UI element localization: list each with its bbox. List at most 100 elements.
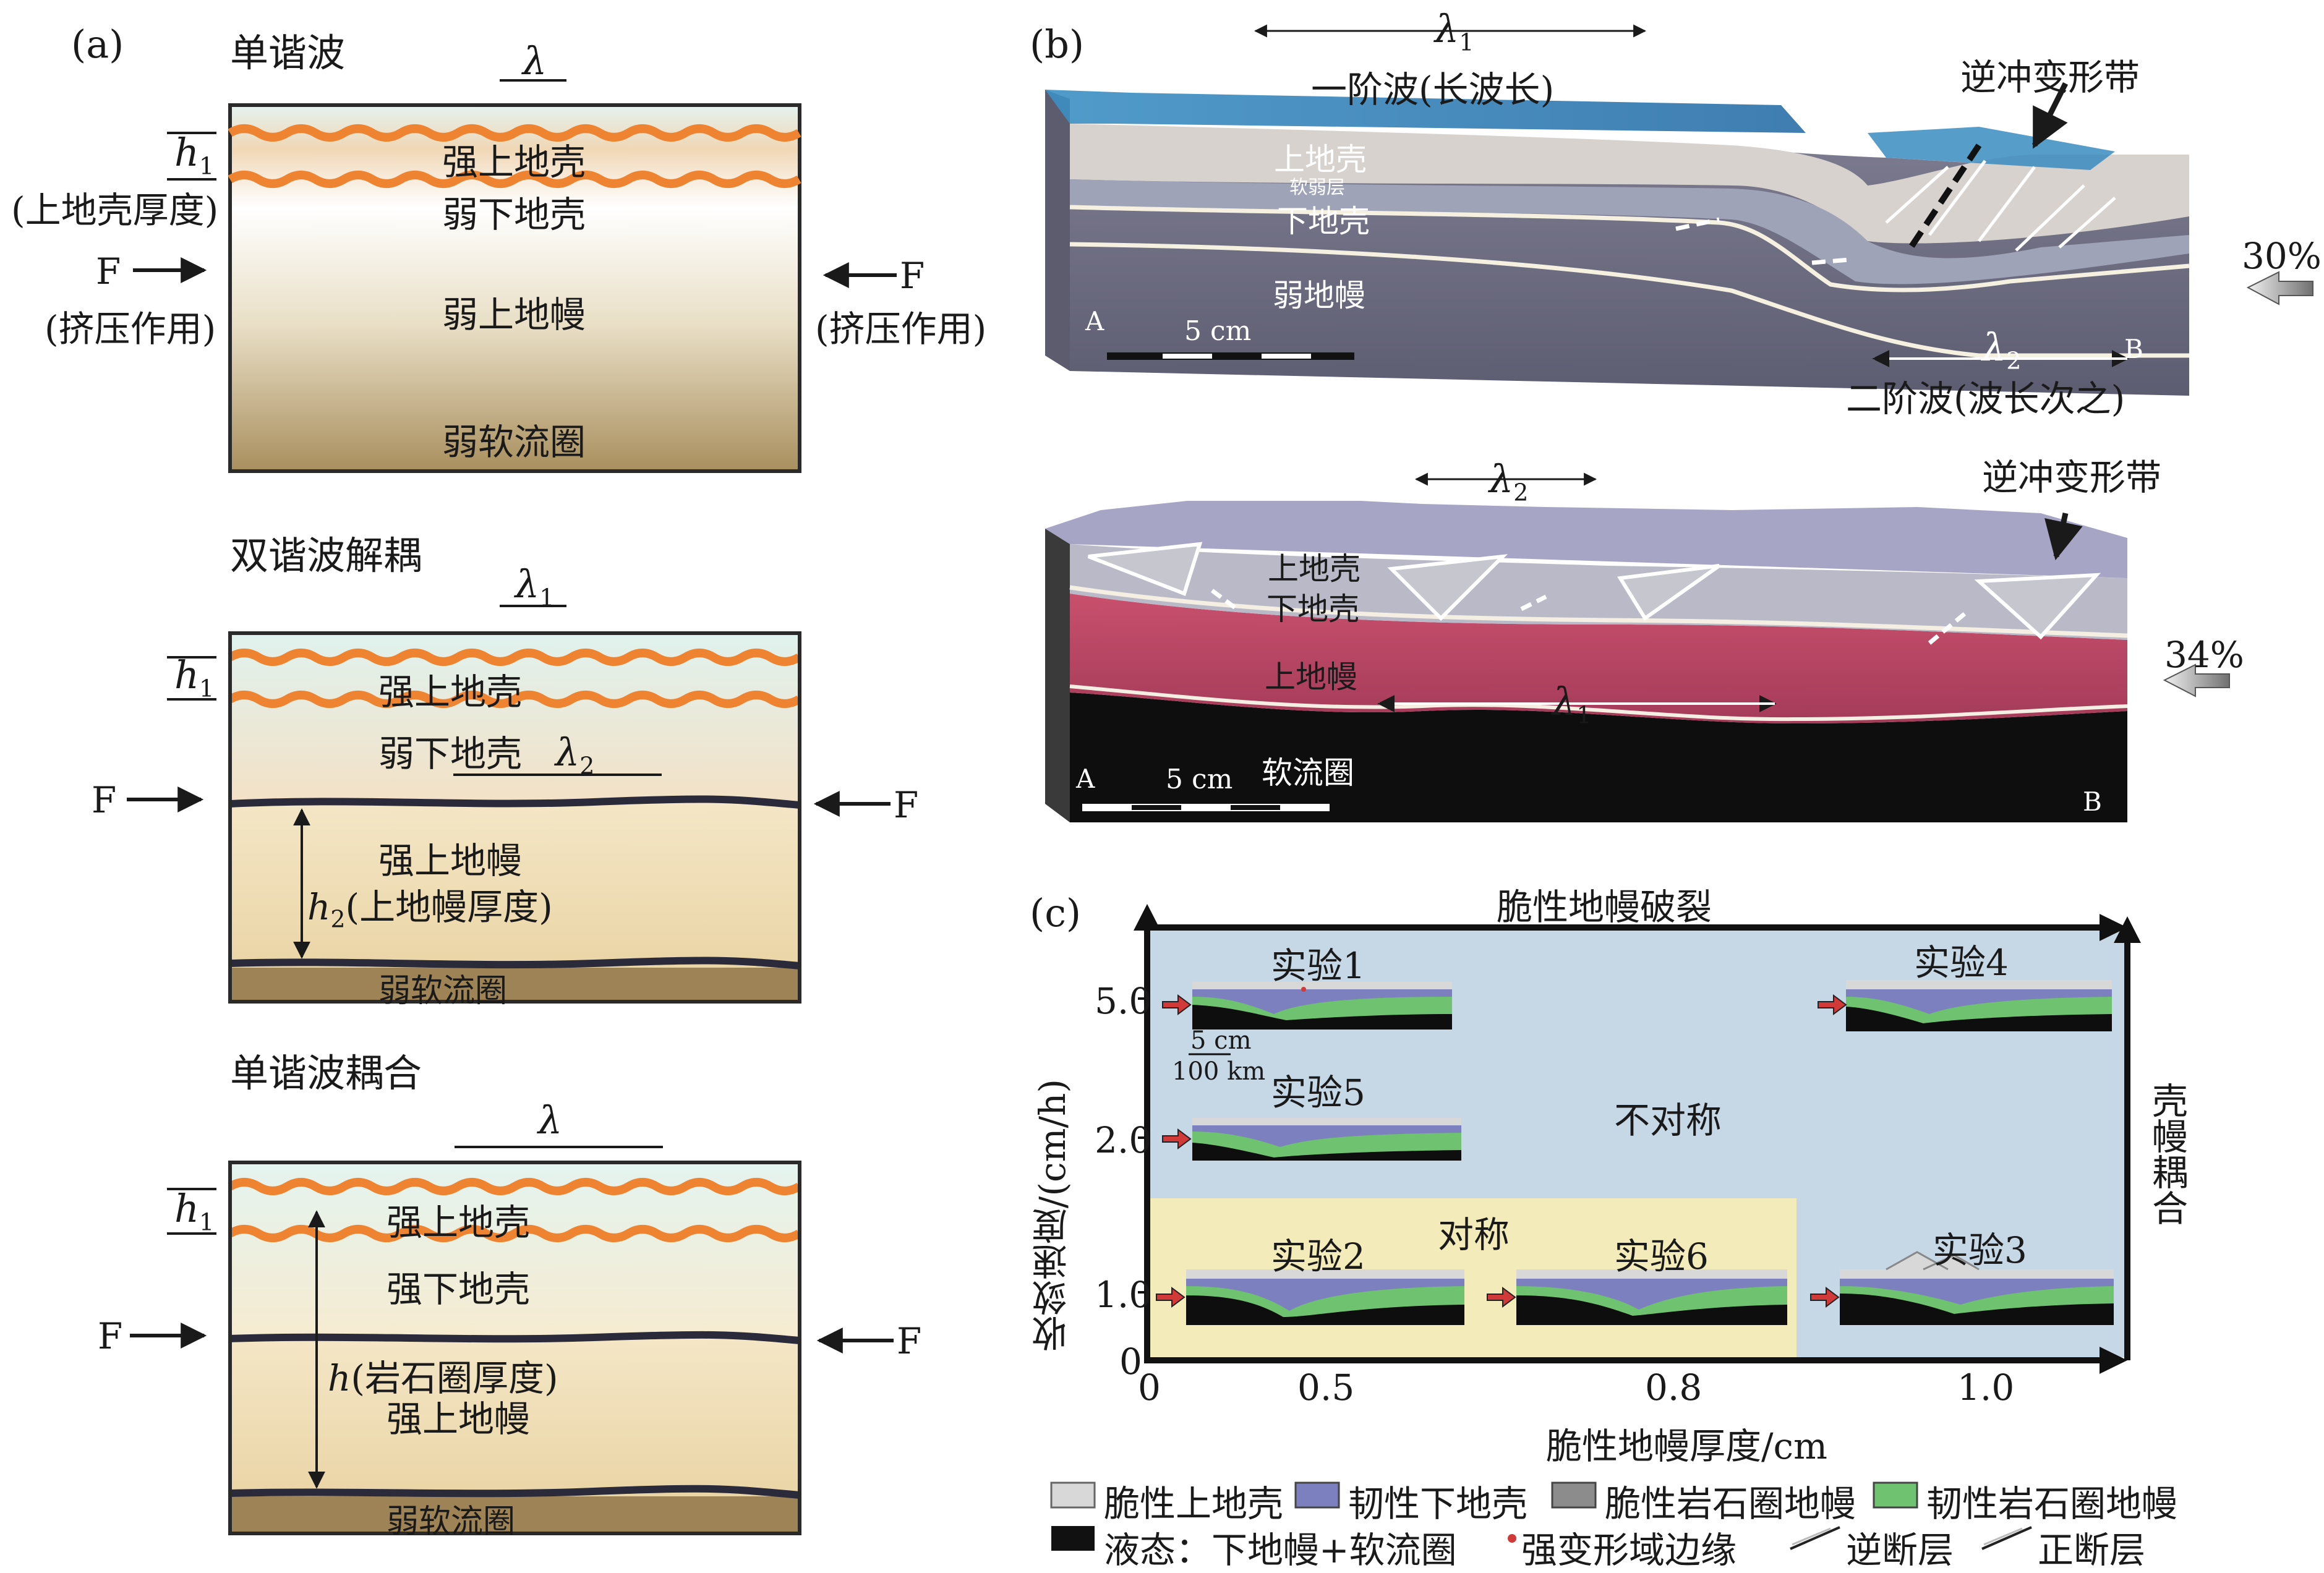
c-exp-label-6: 实验6	[1614, 1235, 1709, 1277]
a-box2-force-left: F	[92, 779, 117, 821]
legend-item-4: 液态：下地幔+软流圈	[1104, 1529, 1457, 1571]
b-top-layer-2: 下地壳	[1277, 203, 1370, 239]
a-box1-layer-2: 弱上地幔	[442, 294, 586, 336]
b-top-thrust: 逆冲变形带	[1960, 56, 2140, 98]
b-top-scale: 5 cm	[1184, 315, 1252, 347]
b-bottom-lambda2: λ2	[1489, 456, 1529, 506]
a-box1-layer-1: 弱下地壳	[442, 194, 586, 236]
b-bottom-end-a: A	[1076, 764, 1095, 794]
b-bottom-layer-3: 软流圈	[1262, 755, 1354, 791]
panel-c-label: (c)	[1030, 890, 1082, 936]
a-box1-graphic	[133, 79, 897, 473]
a-box3-force-right: F	[897, 1320, 922, 1362]
b-bottom-layer-1: 下地壳	[1267, 591, 1359, 627]
c-exp-label-5: 实验5	[1271, 1072, 1365, 1114]
c-xtick-2: 0.8	[1645, 1366, 1702, 1409]
a-box1-force-note-left: (挤压作用)	[45, 308, 216, 350]
c-region-sym: 对称	[1438, 1214, 1510, 1256]
a-box3-layer-1: 强下地壳	[387, 1268, 531, 1310]
a-box2-lambda2: λ2	[555, 730, 595, 780]
b-top-block	[1045, 24, 2313, 396]
b-bottom-layer-0: 上地壳	[1268, 551, 1361, 587]
a-box2-h2: h2(上地幔厚度)	[307, 886, 553, 933]
c-push-arrows	[1156, 994, 1847, 1308]
c-xtick-1: 0.5	[1297, 1366, 1355, 1409]
a-box2-title: 双谐波解耦	[230, 533, 422, 578]
b-bottom-shortening: 34%	[2164, 634, 2244, 676]
c-top-title: 脆性地幔破裂	[1497, 886, 1712, 928]
c-xlabel: 脆性地幔厚度/cm	[1546, 1425, 1828, 1467]
b-top-lambda1: λ1	[1435, 6, 1474, 56]
c-scale-a: 5 cm	[1190, 1026, 1252, 1055]
a-box1-h1: h1	[174, 130, 215, 180]
b-bottom-end-b: B	[2083, 786, 2102, 817]
a-box1-title: 单谐波	[230, 30, 346, 75]
a-box3-graphic	[130, 1146, 894, 1535]
a-box2-layer-3: 弱软流圈	[378, 973, 508, 1010]
a-box1-h-note: (上地壳厚度)	[11, 189, 219, 231]
c-exp-label-1: 实验1	[1271, 945, 1365, 987]
b-bottom-lambda1: λ1	[1552, 679, 1592, 729]
legend-item-6: 逆断层	[1846, 1529, 1954, 1571]
c-thumb-exp2	[1186, 1269, 1464, 1325]
a-box1-force-note-right: (挤压作用)	[815, 308, 987, 350]
a-box3-force-left: F	[98, 1315, 123, 1357]
a-box3-layer-0: 强上地壳	[387, 1201, 531, 1243]
a-box2-h1: h1	[174, 652, 215, 702]
c-thumb-exp5	[1192, 1118, 1461, 1161]
b-top-layer-1: 软弱层	[1289, 177, 1345, 198]
a-box3-title: 单谐波耦合	[230, 1051, 422, 1096]
legend-item-3: 韧性岩石圈地幔	[1926, 1483, 2178, 1525]
b-bottom-scale: 5 cm	[1166, 764, 1233, 795]
panel-a-label: (a)	[71, 22, 124, 67]
c-scale-b: 100 km	[1172, 1057, 1266, 1086]
b-top-wave2: 二阶波(波长次之)	[1846, 378, 2125, 420]
legend-item-7: 正断层	[2038, 1529, 2146, 1571]
a-box1-force-right: F	[900, 255, 925, 297]
legend-item-0: 脆性上地壳	[1104, 1483, 1284, 1525]
a-box1-lambda: λ	[523, 38, 547, 83]
c-thumb-exp1	[1192, 982, 1452, 1029]
a-box1-layer-3: 弱软流圈	[442, 421, 586, 463]
c-ytick-2: 1.0	[1095, 1274, 1152, 1316]
a-box2-force-right: F	[894, 784, 919, 826]
a-box3-layer-2: 强上地幔	[387, 1398, 531, 1440]
legend-swatches	[1050, 1481, 2032, 1551]
b-top-wave1: 一阶波(长波长)	[1311, 69, 1555, 111]
legend-item-5: 强变形域边缘	[1521, 1529, 1737, 1571]
a-box2-lambda1: λ1	[515, 561, 555, 612]
b-top-lambda2: λ2	[1982, 325, 2022, 375]
legend-item-1: 韧性下地壳	[1348, 1483, 1528, 1525]
a-box3-layer-3: 弱软流圈	[387, 1503, 516, 1540]
b-top-shortening: 30%	[2242, 235, 2322, 277]
a-box1-force-left: F	[96, 250, 121, 292]
panel-b-label: (b)	[1030, 22, 1085, 67]
c-xtick-3: 1.0	[1957, 1366, 2015, 1409]
b-top-layer-0: 上地壳	[1274, 142, 1367, 177]
c-xtick-0: 0	[1138, 1366, 1161, 1409]
c-exp-label-3: 实验3	[1933, 1229, 2027, 1271]
b-top-layer-3: 弱地幔	[1273, 278, 1365, 313]
c-exp-label-2: 实验2	[1271, 1235, 1365, 1277]
b-top-end-b: B	[2124, 334, 2143, 364]
c-exp-label-4: 实验4	[1914, 942, 2009, 984]
a-box2-layer-0: 强上地壳	[378, 671, 523, 713]
c-thumb-exp6	[1516, 1269, 1787, 1325]
c-ytick-3: 0	[1119, 1341, 1142, 1383]
c-ytick-1: 2.0	[1095, 1119, 1152, 1161]
c-ylabel: 收敛速度/(cm/h)	[1032, 1079, 1074, 1352]
c-ytick-0: 5.0	[1095, 980, 1152, 1022]
c-thumb-exp3	[1840, 1251, 2114, 1325]
a-box1-layer-0: 强上地壳	[442, 141, 586, 183]
legend-item-2: 脆性岩石圈地幔	[1605, 1483, 1856, 1525]
a-box2-layer-2: 强上地幔	[378, 840, 523, 882]
a-box3-h: h(岩石圈厚度)	[328, 1357, 558, 1399]
c-thumb-exp4	[1846, 980, 2112, 1031]
a-box3-lambda: λ	[538, 1098, 563, 1143]
a-box3-h1: h1	[174, 1186, 215, 1236]
b-bottom-layer-2: 上地幔	[1265, 659, 1357, 695]
c-right-title: 壳幔耦合	[2146, 1082, 2188, 1226]
a-box2-layer-1: 弱下地壳	[378, 733, 523, 775]
b-top-end-a: A	[1085, 306, 1104, 336]
